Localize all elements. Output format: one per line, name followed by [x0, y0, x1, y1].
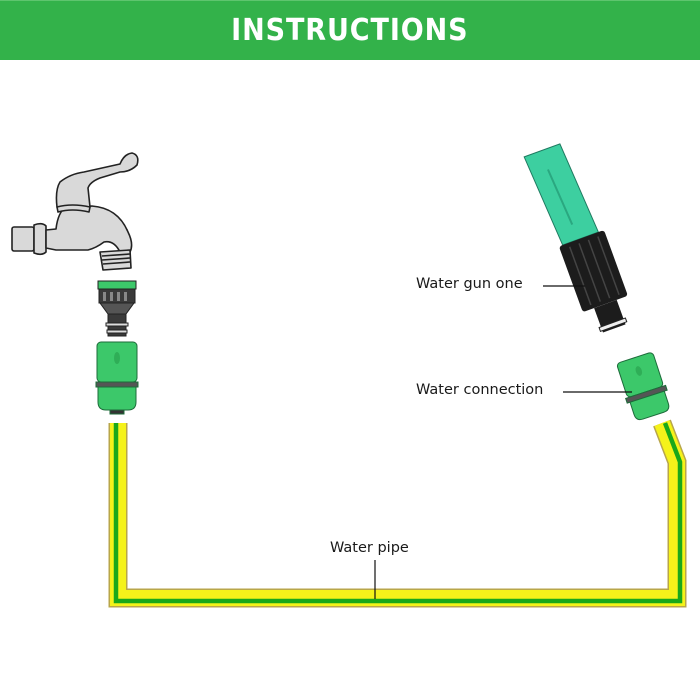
- page-title: INSTRUCTIONS: [231, 13, 469, 48]
- header-banner: INSTRUCTIONS: [0, 0, 700, 60]
- water-gun-label: Water gun one: [416, 276, 523, 292]
- spray-nozzle-icon: [523, 143, 628, 333]
- water-connection-label: Water connection: [416, 382, 544, 398]
- hose-pipe-icon: [108, 419, 687, 608]
- tap-adapter-icon: [97, 280, 137, 337]
- hose-connector-icon: [616, 352, 670, 421]
- faucet-icon: [11, 152, 139, 271]
- water-pipe-label: Water pipe: [330, 540, 409, 556]
- hose-connector-icon: [95, 341, 139, 415]
